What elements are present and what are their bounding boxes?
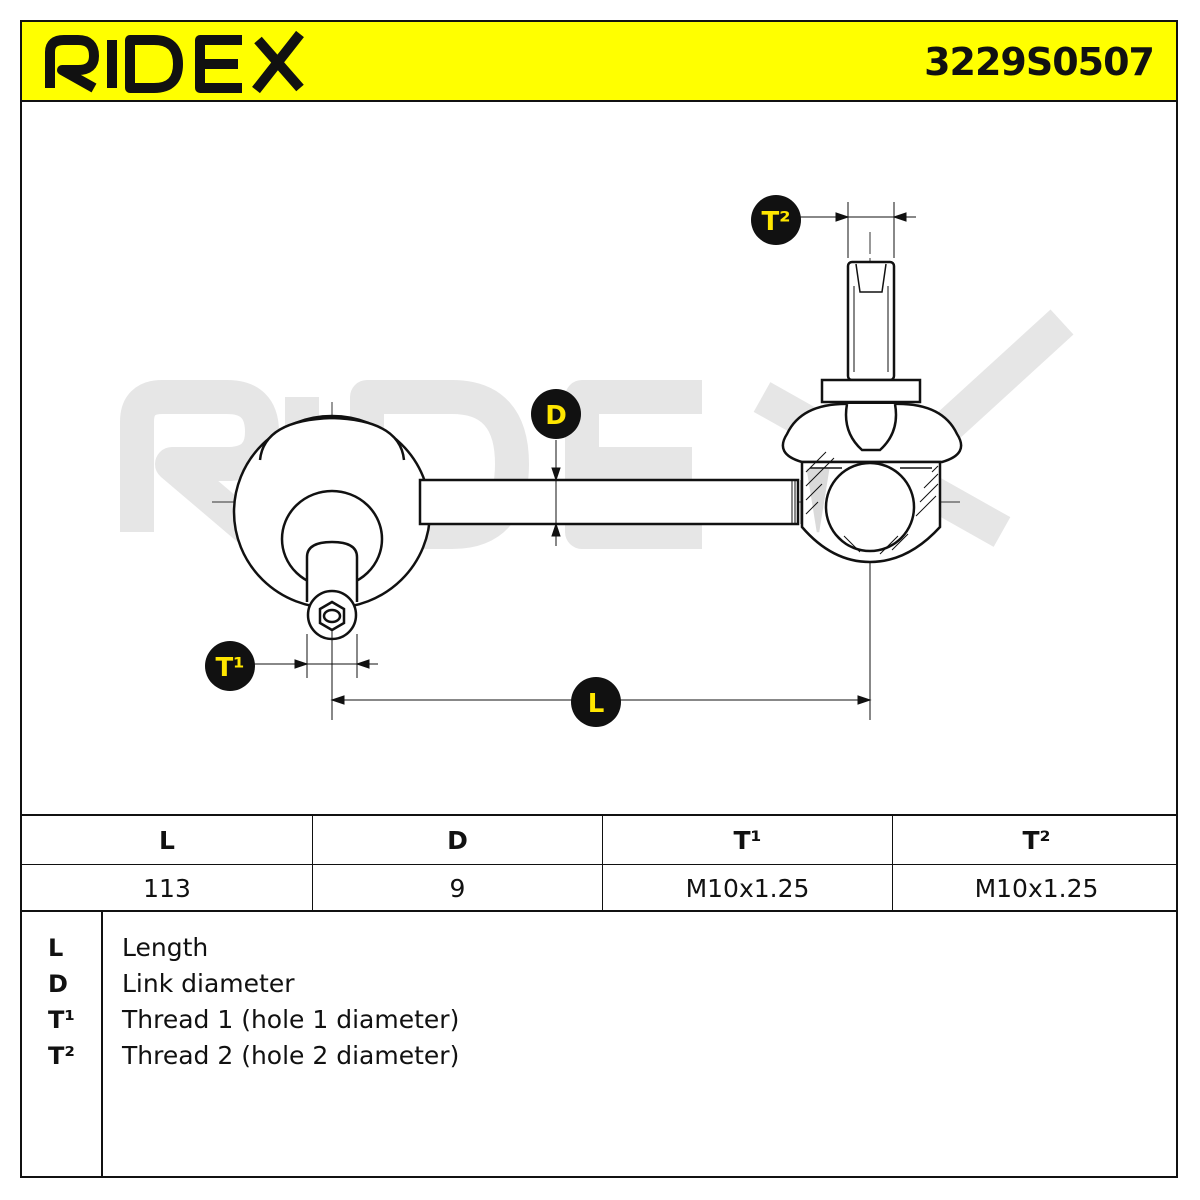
legend-key: T¹ xyxy=(48,1006,75,1034)
drawing-canvas: T² D T¹ L xyxy=(120,195,1074,727)
header-bar: 3229S0507 xyxy=(22,22,1176,102)
legend-key: T² xyxy=(48,1042,75,1070)
header-cell-t1: T¹ xyxy=(602,816,892,864)
legend-key: D xyxy=(48,970,68,998)
header-cell-d: D xyxy=(312,816,602,864)
legend-item: T² Thread 2 (hole 2 diameter) xyxy=(22,1038,1176,1074)
dimension-t2 xyxy=(800,202,916,258)
stabilizer-rod xyxy=(418,478,802,526)
badge-d: D xyxy=(531,389,581,439)
badge-t1: T¹ xyxy=(205,641,255,691)
header-cell-t2: T² xyxy=(892,816,1176,864)
value-cell-d: 9 xyxy=(312,864,602,912)
legend-item: D Link diameter xyxy=(22,966,1176,1002)
dimension-d xyxy=(540,440,572,546)
legend-divider xyxy=(101,912,103,1176)
legend-item: L Length xyxy=(22,930,1176,966)
legend-desc: Thread 1 (hole 1 diameter) xyxy=(122,1005,460,1034)
svg-text:T²: T² xyxy=(761,207,790,237)
hatching xyxy=(805,451,939,555)
value-cell-t2: M10x1.25 xyxy=(892,864,1176,912)
specs-value-row: 113 9 M10x1.25 M10x1.25 xyxy=(22,864,1176,912)
legend: L Length D Link diameter T¹ Thread 1 (ho… xyxy=(22,912,1176,1176)
legend-desc: Length xyxy=(122,933,209,962)
specs-header-row: L D T¹ T² xyxy=(22,816,1176,865)
value-cell-l: 113 xyxy=(143,873,191,903)
value-cell-t1: M10x1.25 xyxy=(602,864,892,912)
header-cell-l: L xyxy=(159,825,175,855)
legend-desc: Thread 2 (hole 2 diameter) xyxy=(122,1041,460,1070)
specs-table: L D T¹ T² 113 9 M10x1.25 M10x1.25 xyxy=(22,814,1176,912)
svg-text:L: L xyxy=(588,689,605,719)
svg-text:T¹: T¹ xyxy=(215,653,244,683)
legend-key: L xyxy=(48,934,64,962)
ridex-logo xyxy=(45,30,304,94)
badge-l: L xyxy=(571,677,621,727)
legend-item: T¹ Thread 1 (hole 1 diameter) xyxy=(22,1002,1176,1038)
ball-joint xyxy=(781,260,963,564)
legend-desc: Link diameter xyxy=(122,969,295,998)
left-bushing xyxy=(232,414,432,641)
product-sheet: 3229S0507 xyxy=(20,20,1178,1178)
badge-t2: T² xyxy=(751,195,801,245)
technical-drawing: T² D T¹ L xyxy=(22,102,1176,814)
dimension-t1 xyxy=(254,634,378,678)
svg-text:D: D xyxy=(545,401,567,431)
part-number: 3229S0507 xyxy=(924,40,1155,84)
